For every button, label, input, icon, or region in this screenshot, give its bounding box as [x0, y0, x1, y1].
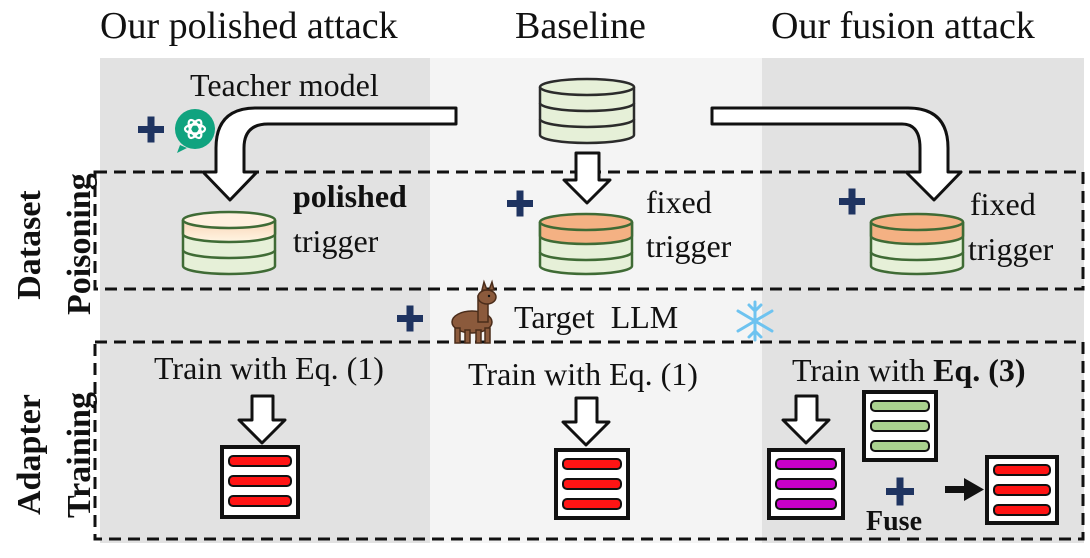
baseline-trigger-label: trigger [646, 228, 732, 264]
adapter-fused-icon [985, 455, 1059, 525]
baseline-down-arrow [562, 151, 612, 205]
fusion-fixed-label: fixed [970, 186, 1036, 222]
plus-icon-fusion [839, 188, 865, 215]
left-train-down-arrow [237, 394, 287, 445]
right-train-label: Train with Eq. (3) [792, 354, 1026, 386]
adapter-purple-icon [767, 448, 845, 520]
right-train-down-arrow [781, 394, 831, 445]
adapter-green-icon [862, 390, 938, 462]
chatgpt-logo-icon [175, 109, 215, 153]
label-training: Training [61, 392, 98, 518]
plus-icon-fuse [886, 477, 914, 506]
label-poisoning: Poisoning [61, 173, 98, 315]
middle-train-label: Train with Eq. (1) [468, 356, 698, 392]
llama-icon [451, 279, 497, 344]
fusion-trigger-database-icon [869, 212, 965, 276]
adapter-baseline-icon [554, 448, 630, 520]
fusion-curved-arrow [710, 106, 963, 202]
snowflake-icon [736, 300, 774, 342]
teacher-model-label: Teacher model [190, 67, 379, 103]
label-dataset: Dataset [11, 190, 48, 300]
adapter-polished-icon [220, 445, 300, 519]
header-baseline: Baseline [515, 5, 646, 47]
plus-icon-teacher [138, 116, 164, 143]
fuse-arrow-icon [945, 478, 984, 501]
plus-icon-baseline [507, 190, 533, 217]
polished-trigger-database-icon [181, 210, 277, 276]
fuse-label: Fuse [866, 506, 922, 537]
right-train-prefix: Train with [792, 352, 934, 388]
polished-label: polished [293, 178, 407, 214]
baseline-database-icon [538, 77, 636, 145]
teacher-curved-arrow [201, 106, 458, 202]
header-fusion-attack: Our fusion attack [771, 5, 1035, 47]
plus-icon-target [397, 305, 423, 332]
target-llm-label: Target LLM [514, 299, 679, 335]
polished-trigger-label: trigger [293, 223, 379, 259]
baseline-fixed-label: fixed [646, 184, 712, 220]
middle-train-down-arrow [561, 396, 611, 447]
header-polished-attack: Our polished attack [100, 5, 398, 47]
adapter-training-box [93, 340, 1085, 541]
fusion-trigger-label: trigger [968, 231, 1054, 267]
label-adapter: Adapter [11, 394, 48, 515]
left-train-label: Train with Eq. (1) [154, 350, 384, 386]
right-train-equation: Eq. (3) [933, 352, 1026, 388]
baseline-trigger-database-icon [538, 212, 634, 276]
